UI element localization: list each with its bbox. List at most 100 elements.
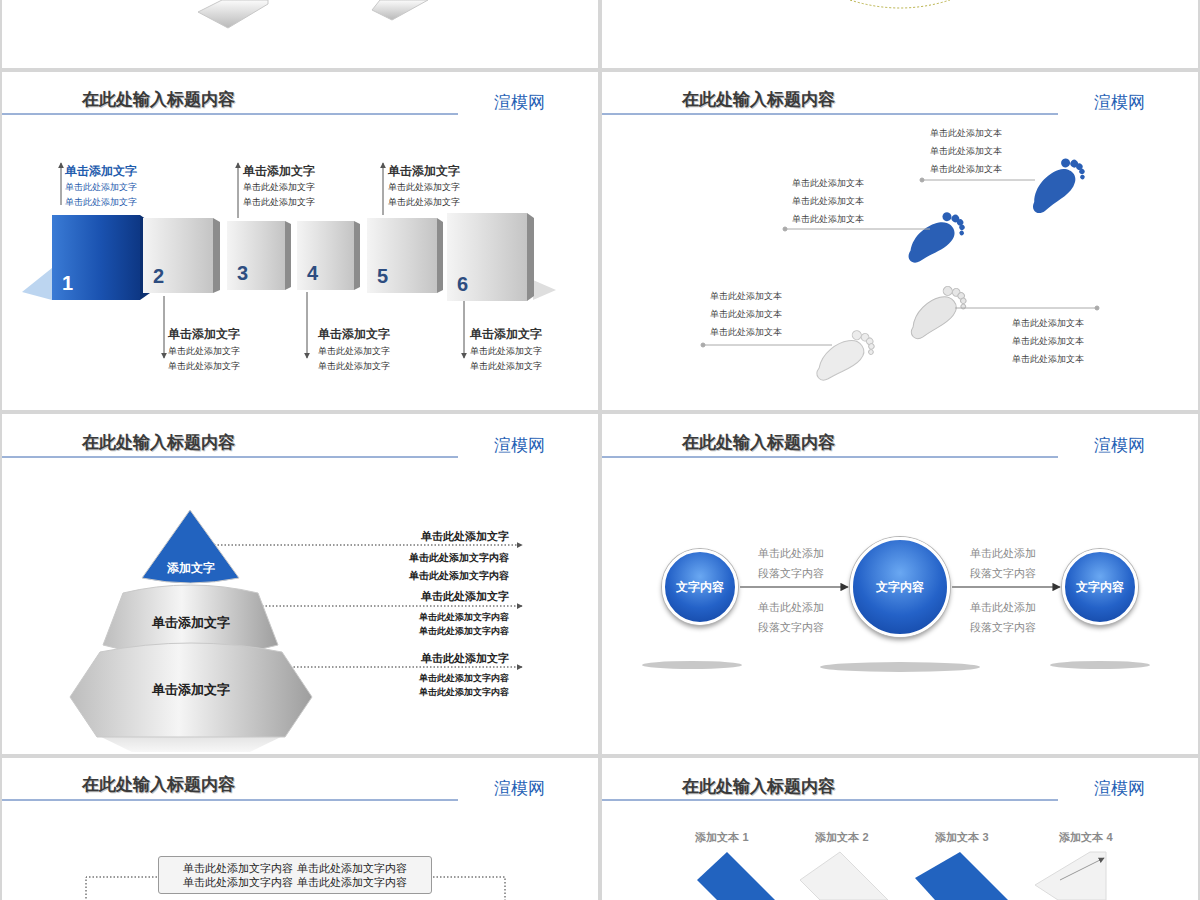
callout-text: 单击此处添加文字 [388,182,460,193]
callout-text: 单击此处添加文字 [470,346,542,357]
callout-text: 单击添加文字 [470,327,542,341]
art-shape [464,301,465,358]
art-shape [1035,852,1106,900]
art-shape [2,0,598,68]
art-shape [354,221,360,290]
brand-mark: 渲模网 [1094,436,1145,456]
flow-arrow [952,586,1060,587]
art-shape [602,457,1058,458]
art-shape [602,758,1198,900]
callout-text: 单击此处添加文本 [792,196,864,207]
art-shape [602,114,1058,115]
step-circle: 文字内容 [1062,549,1138,625]
callout-text: 单击添加文字 [243,164,315,178]
callout-text: 单击此处添加文字 [65,182,137,193]
art-shape [1095,306,1099,310]
callout-text: 单击此处添加文字内容 [419,673,509,684]
art-shape [955,308,1097,309]
art-shape [1050,661,1150,669]
art-shape [97,735,285,752]
brand-mark: 渲模网 [494,436,545,456]
step-label: 添加文本 4 [1059,831,1112,844]
art-shape [602,72,1198,410]
callout-text: 单击此处添加文字内容 [419,612,509,623]
brand-mark: 渲模网 [1094,93,1145,113]
callout-text: 单击此处添加文本 [930,146,1002,157]
art-shape [433,877,505,900]
cube-block: 4 [297,221,354,290]
callout-text: 单击此处添加文本 [1012,336,1084,347]
art-shape [285,221,291,290]
cube-block: 5 [367,218,437,293]
callout-text: 单击此处添加文本 [792,178,864,189]
step-note: 单击此处添加 段落文字内容 [755,543,827,583]
cube-block: 6 [447,213,527,301]
node-text: 6 [457,273,468,296]
step-label: 添加文本 2 [815,831,868,844]
step-label: 添加文本 1 [695,831,748,844]
callout-text: 单击此处添加文字 [243,197,315,208]
callout-text: 单击添加文字 [168,327,240,341]
node-text: 单击添加文字 [152,681,230,699]
node-text: 5 [377,265,388,288]
art-shape [1025,152,1091,222]
callout-text: 单击此处添加文字 [168,361,240,372]
art-shape [1060,858,1104,880]
pyramid-reflection [97,735,285,752]
art-shape [61,163,62,205]
art-shape [198,0,268,28]
title-rule [2,114,1058,800]
footprints [809,152,1090,390]
callout-text: 单击此处添加文字 [65,197,137,208]
art-shape [903,280,971,348]
art-shape [697,852,775,900]
callout-text: 单击此处添加文字 [421,530,509,543]
brand-mark: 渲模网 [494,93,545,113]
art-shape [800,852,888,900]
art-shape [809,325,879,391]
callout-text: 单击此处添加文字内容 [409,570,509,582]
art-shape [527,213,534,301]
callout-text: 单击此处添加文字 [318,361,390,372]
art-shape [642,661,742,669]
flow-arrow [740,586,848,587]
node-text: 单击添加文字 [152,614,230,632]
art-shape [785,229,930,230]
node-text: 文字内容 [1076,579,1124,596]
layer-fill [142,510,239,583]
art-shape [164,296,165,358]
callout-text: 单击此处添加文字内容 [419,687,509,698]
art-shape [703,345,832,346]
art-shape [915,852,1008,900]
leader-lines [701,178,1099,347]
slide-title: 在此处输入标题内容 [682,777,835,797]
art-shape [701,343,705,347]
art-shape [2,72,598,410]
callout-text: 单击添加文字 [318,327,390,341]
callout-text: 单击此处添加文本 [792,214,864,225]
node-text: 1 [62,272,73,295]
pyramid-layer: 添加文字 [142,510,239,584]
callout-text: 单击此处添加文本 [1012,354,1084,365]
art-shape [290,667,522,668]
slide-title: 在此处输入标题内容 [682,433,835,453]
step-circle: 文字内容 [850,537,950,637]
text-box: 单击此处添加文字内容 单击此处添加文字内容 单击此处添加文字内容 单击此处添加文… [158,856,432,894]
art-shape [22,268,52,300]
art-shape [2,414,598,754]
brand-mark: 渲模网 [1094,779,1145,799]
art-shape [307,292,308,358]
callout-text: 单击此处添加文本 [710,327,782,338]
callout-text: 单击此处添加文本 [930,164,1002,175]
callout-text: 单击添加文字 [65,164,137,178]
art-shape [262,606,522,607]
art-shape [602,414,1198,754]
callout-text: 单击此处添加文字 [243,182,315,193]
callout-text: 单击此处添加文本 [930,128,1002,139]
art-shape [850,0,950,8]
art-shape [602,800,1058,801]
callout-text: 单击此处添加文字 [421,652,509,665]
art-shape [2,758,598,900]
node-text: 文字内容 [876,579,924,596]
